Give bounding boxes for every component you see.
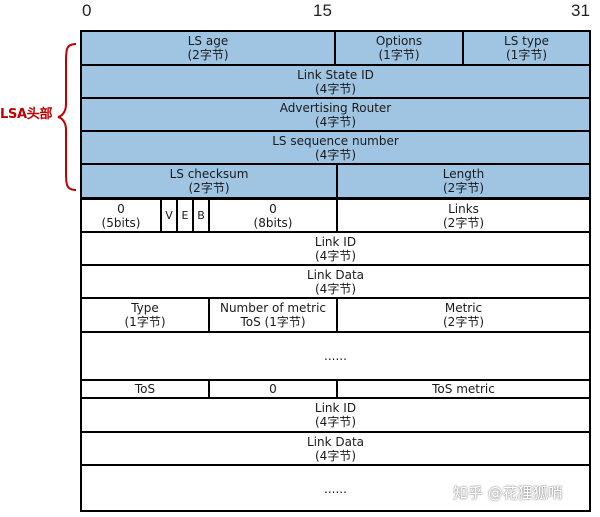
field-advertising-router: Advertising Router (4字节) <box>80 99 591 130</box>
flag-b-label: B <box>197 208 205 222</box>
field-name: LS sequence number <box>272 133 399 148</box>
field-tos-zero: 0 <box>208 381 336 397</box>
field-size: ToS (1字节) <box>240 315 306 329</box>
field-name: Link Data <box>306 267 365 282</box>
field-size: (2字节) <box>443 181 484 195</box>
bit-31-label: 31 <box>571 1 590 20</box>
field-name: LS type <box>504 34 549 48</box>
row-tos: ToS 0 ToS metric <box>80 379 591 397</box>
field-tos: ToS <box>80 381 208 397</box>
field-options: Options (1字节) <box>334 32 462 64</box>
field-name: Link ID <box>314 401 357 415</box>
field-size: (2字节) <box>443 215 484 230</box>
field-size: (4字节) <box>315 81 356 96</box>
row-ls-age: LS age (2字节) Options (1字节) LS type (1字节) <box>80 30 591 64</box>
field-links: Links (2字节) <box>336 200 591 231</box>
row-link-id-2: Link ID (4字节) <box>80 397 591 431</box>
field-name: Link State ID <box>297 67 374 82</box>
field-reserved-5bits: 0 (5bits) <box>80 200 160 231</box>
row-link-state-id: Link State ID (4字节) <box>80 64 591 97</box>
field-size: (4字节) <box>315 448 356 463</box>
field-link-id: Link ID (4字节) <box>80 399 591 431</box>
field-name: Options <box>375 34 423 48</box>
field-size: (2字节) <box>187 48 229 62</box>
field-size: (4字节) <box>315 248 356 263</box>
field-name: LS age <box>187 34 229 48</box>
field-name: Metric <box>444 301 483 315</box>
row-link-data-2: Link Data (4字节) <box>80 431 591 464</box>
ellipsis-text: ...... <box>324 482 347 496</box>
flag-e: E <box>176 200 192 231</box>
row-flags: 0 (5bits) V E B 0 (8bits) Links (2字节) <box>80 197 591 231</box>
lsa-header-label: LSA头部 <box>0 107 53 122</box>
field-size: (1字节) <box>124 315 166 329</box>
field-ls-age: LS age (2字节) <box>80 32 334 64</box>
field-link-state-id: Link State ID (4字节) <box>80 66 591 97</box>
field-ls-sequence-number: LS sequence number (4字节) <box>80 132 591 163</box>
bit-0-label: 0 <box>82 1 92 20</box>
flag-e-label: E <box>181 208 189 222</box>
field-size: (4字节) <box>315 114 356 129</box>
field-name: Links <box>448 201 479 216</box>
field-size: (4字节) <box>315 415 356 429</box>
field-number-of-metric: Number of metric ToS (1字节) <box>208 299 336 331</box>
field-name: 0 <box>269 382 277 396</box>
field-size: (5bits) <box>101 215 141 230</box>
field-size: (1字节) <box>378 48 420 62</box>
flag-v: V <box>160 200 176 231</box>
field-size: (1字节) <box>506 48 547 62</box>
row-ellipsis-1: ...... <box>80 331 591 379</box>
flag-b: B <box>192 200 208 231</box>
watermark: 知乎 @花狸狐哨 <box>453 484 563 502</box>
field-ellipsis: ...... <box>80 466 591 512</box>
field-size: (4字节) <box>315 281 356 296</box>
field-length: Length (2字节) <box>336 165 591 197</box>
row-ellipsis-2: ...... <box>80 464 591 512</box>
field-metric: Metric (2字节) <box>336 299 591 331</box>
field-link-data: Link Data (4字节) <box>80 266 591 297</box>
field-ellipsis: ...... <box>80 333 591 379</box>
field-size: (2字节) <box>188 181 230 195</box>
field-name: Type <box>131 301 159 315</box>
field-name: ToS metric <box>432 382 495 396</box>
field-size: (2字节) <box>443 315 484 329</box>
field-name: ToS <box>134 382 156 396</box>
field-link-data: Link Data (4字节) <box>80 433 591 464</box>
field-reserved-8bits: 0 (8bits) <box>208 200 336 231</box>
field-name: Advertising Router <box>279 100 392 115</box>
row-type-metric: Type (1字节) Number of metric ToS (1字节) Me… <box>80 297 591 331</box>
row-advertising-router: Advertising Router (4字节) <box>80 97 591 130</box>
field-name: Length <box>442 167 485 181</box>
row-link-id-1: Link ID (4字节) <box>80 231 591 264</box>
field-name: Link ID <box>314 234 357 249</box>
field-ls-checksum: LS checksum (2字节) <box>80 165 336 197</box>
field-type: Type (1字节) <box>80 299 208 331</box>
brace-icon <box>57 43 77 191</box>
field-size: (8bits) <box>253 215 293 230</box>
field-size: (4字节) <box>315 147 356 162</box>
field-tos-metric: ToS metric <box>336 381 591 397</box>
field-name: Number of metric <box>219 301 327 315</box>
field-name: 0 <box>117 201 125 216</box>
row-ls-checksum: LS checksum (2字节) Length (2字节) <box>80 163 591 197</box>
ellipsis-text: ...... <box>324 349 347 363</box>
diagram-bottom-border <box>80 510 591 512</box>
flag-v-label: V <box>165 208 173 222</box>
field-name: LS checksum <box>169 167 249 181</box>
field-name: Link Data <box>306 434 365 449</box>
row-link-data-1: Link Data (4字节) <box>80 264 591 297</box>
field-link-id: Link ID (4字节) <box>80 233 591 264</box>
bit-15-label: 15 <box>313 1 332 20</box>
lsa-packet-diagram: LS age (2字节) Options (1字节) LS type (1字节)… <box>80 30 591 512</box>
field-name: 0 <box>269 201 277 216</box>
field-ls-type: LS type (1字节) <box>462 32 591 64</box>
row-ls-sequence-number: LS sequence number (4字节) <box>80 130 591 163</box>
